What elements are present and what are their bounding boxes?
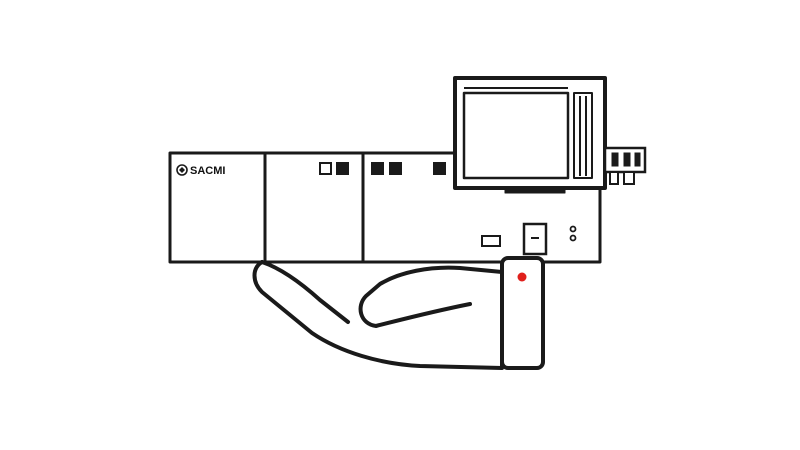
logo-emblem-mark <box>179 167 185 173</box>
indicator-light-on <box>336 162 349 175</box>
sacmi-logo-icon: SACMI <box>176 164 225 177</box>
monitor-base <box>504 187 566 194</box>
logo-text: SACMI <box>190 165 225 177</box>
hand-cuff <box>500 256 545 370</box>
indicator-lights <box>319 162 446 175</box>
indicator-light-on <box>389 162 402 175</box>
hand-palm <box>252 260 504 370</box>
machine-cabinet <box>168 151 602 264</box>
logo-emblem <box>176 164 188 176</box>
cuff-red-dot <box>517 272 527 282</box>
connector-pin <box>634 152 641 167</box>
indicator-light-on <box>371 162 384 175</box>
machine-controls <box>481 222 577 256</box>
control-knob <box>569 225 577 233</box>
control-monitor-icon <box>453 76 607 194</box>
connector-foot <box>609 171 619 185</box>
connector-pin <box>623 152 631 167</box>
indicator-light-off <box>319 162 332 175</box>
industrial-machine-icon <box>168 151 602 264</box>
hand-finger-line <box>260 260 350 324</box>
monitor-side-slot <box>573 92 593 179</box>
status-slot <box>481 235 501 247</box>
indicator-light-on <box>433 162 446 175</box>
connector-foot <box>623 171 635 185</box>
control-knob <box>569 234 577 242</box>
hand-offering-icon <box>252 256 545 370</box>
monitor-screen <box>462 91 570 180</box>
side-connector-icon <box>603 146 647 185</box>
connector-pin <box>611 152 619 167</box>
